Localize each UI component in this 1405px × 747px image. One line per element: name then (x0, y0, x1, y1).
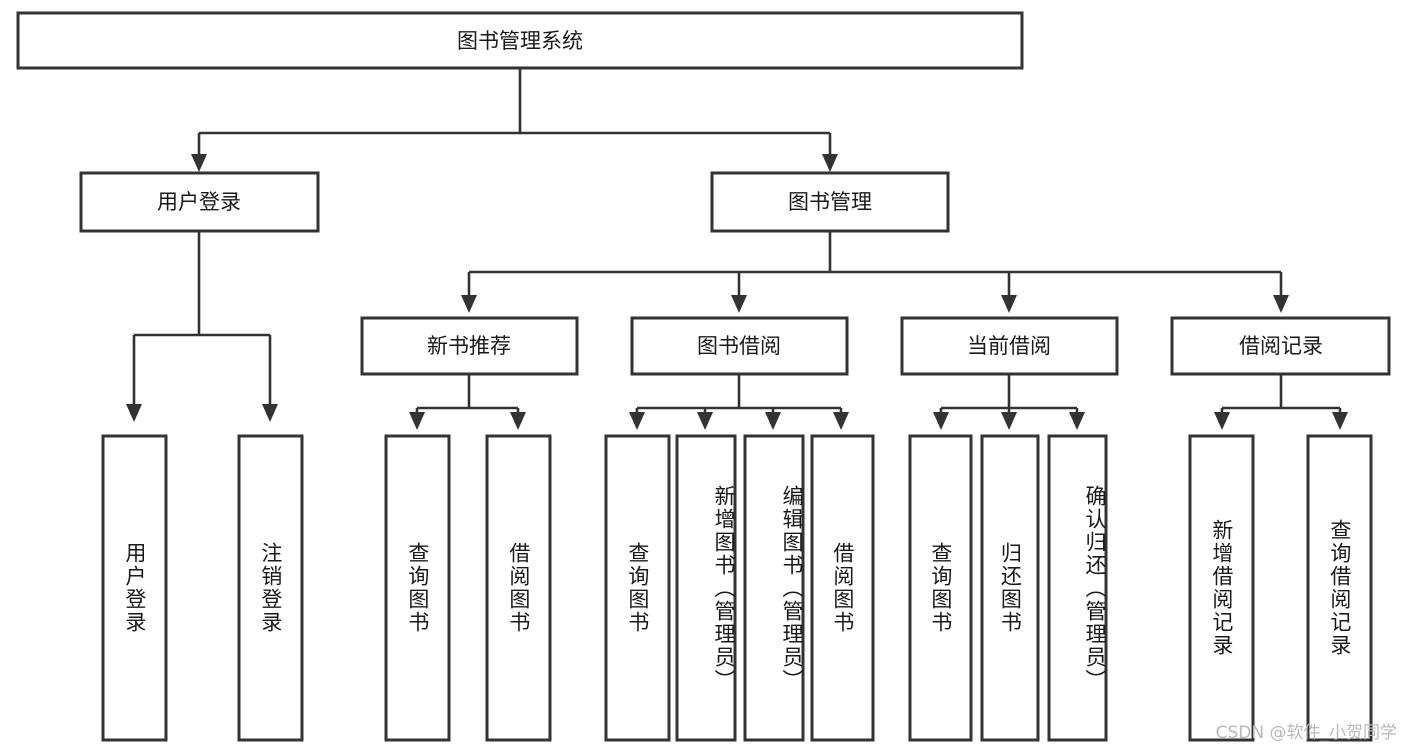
arrow-borrowrecord-leaf-2-icon (1332, 412, 1348, 430)
arrow-currentborrow-leaf-1-icon (933, 412, 949, 430)
leaf-box-newbook-2[interactable] (485, 434, 552, 742)
node-borrow-record[interactable]: 借阅记录 (1170, 316, 1391, 376)
node-root-label: 图书管理系统 (457, 29, 583, 53)
arrow-borrowrecord-leaf-1-icon (1214, 412, 1230, 430)
node-book-management[interactable]: 图书管理 (710, 171, 950, 233)
arrow-to-current-borrow-icon (1001, 295, 1017, 313)
leaf-box-bookborrow-4[interactable] (810, 434, 875, 742)
leaf-box-newbook-1[interactable] (384, 434, 451, 742)
arrow-userlogin-leaf-2-icon (262, 404, 278, 422)
leaf-box-bookborrow-3[interactable] (743, 434, 805, 742)
leaf-box-borrowrecord-2[interactable] (1306, 434, 1373, 742)
node-user-login[interactable]: 用户登录 (79, 171, 320, 233)
arrow-currentborrow-leaf-3-icon (1069, 412, 1085, 430)
arrow-to-user-login-icon (191, 154, 207, 172)
node-current-borrow[interactable]: 当前借阅 (900, 316, 1119, 376)
arrow-bookborrow-leaf-4-icon (833, 412, 849, 430)
node-user-login-label: 用户登录 (157, 190, 241, 214)
node-book-borrow[interactable]: 图书借阅 (630, 316, 849, 376)
arrow-to-new-book-icon (461, 295, 477, 313)
leaf-box-borrowrecord-1[interactable] (1188, 434, 1255, 742)
arrow-newbook-leaf-1-icon (409, 412, 425, 430)
node-new-book-recommend-label: 新书推荐 (427, 334, 511, 358)
leaf-box-user-login-2[interactable] (237, 434, 304, 742)
arrow-currentborrow-leaf-2-icon (1001, 412, 1017, 430)
arrow-to-book-borrow-icon (731, 295, 747, 313)
leaf-box-user-login-1[interactable] (101, 434, 168, 742)
leaf-box-currentborrow-3[interactable] (1047, 434, 1108, 742)
node-book-borrow-label: 图书借阅 (697, 334, 781, 358)
arrow-newbook-leaf-2-icon (510, 412, 526, 430)
node-new-book-recommend[interactable]: 新书推荐 (360, 316, 579, 376)
arrow-bookborrow-leaf-3-icon (765, 412, 781, 430)
leaf-box-currentborrow-2[interactable] (980, 434, 1040, 742)
node-root[interactable]: 图书管理系统 (16, 11, 1024, 70)
node-current-borrow-label: 当前借阅 (967, 334, 1051, 358)
leaf-box-bookborrow-1[interactable] (604, 434, 671, 742)
leaf-box-bookborrow-2[interactable] (675, 434, 737, 742)
arrow-to-book-management-icon (822, 154, 838, 172)
arrow-bookborrow-leaf-1-icon (629, 412, 645, 430)
arrow-userlogin-leaf-1-icon (126, 404, 142, 422)
leaf-box-currentborrow-1[interactable] (908, 434, 973, 742)
csdn-watermark: CSDN @软件_小贺同学 (1215, 723, 1397, 743)
node-book-management-label: 图书管理 (788, 190, 872, 214)
arrow-bookborrow-leaf-2-icon (697, 412, 713, 430)
node-borrow-record-label: 借阅记录 (1239, 334, 1323, 358)
arrow-to-borrow-record-icon (1273, 295, 1289, 313)
